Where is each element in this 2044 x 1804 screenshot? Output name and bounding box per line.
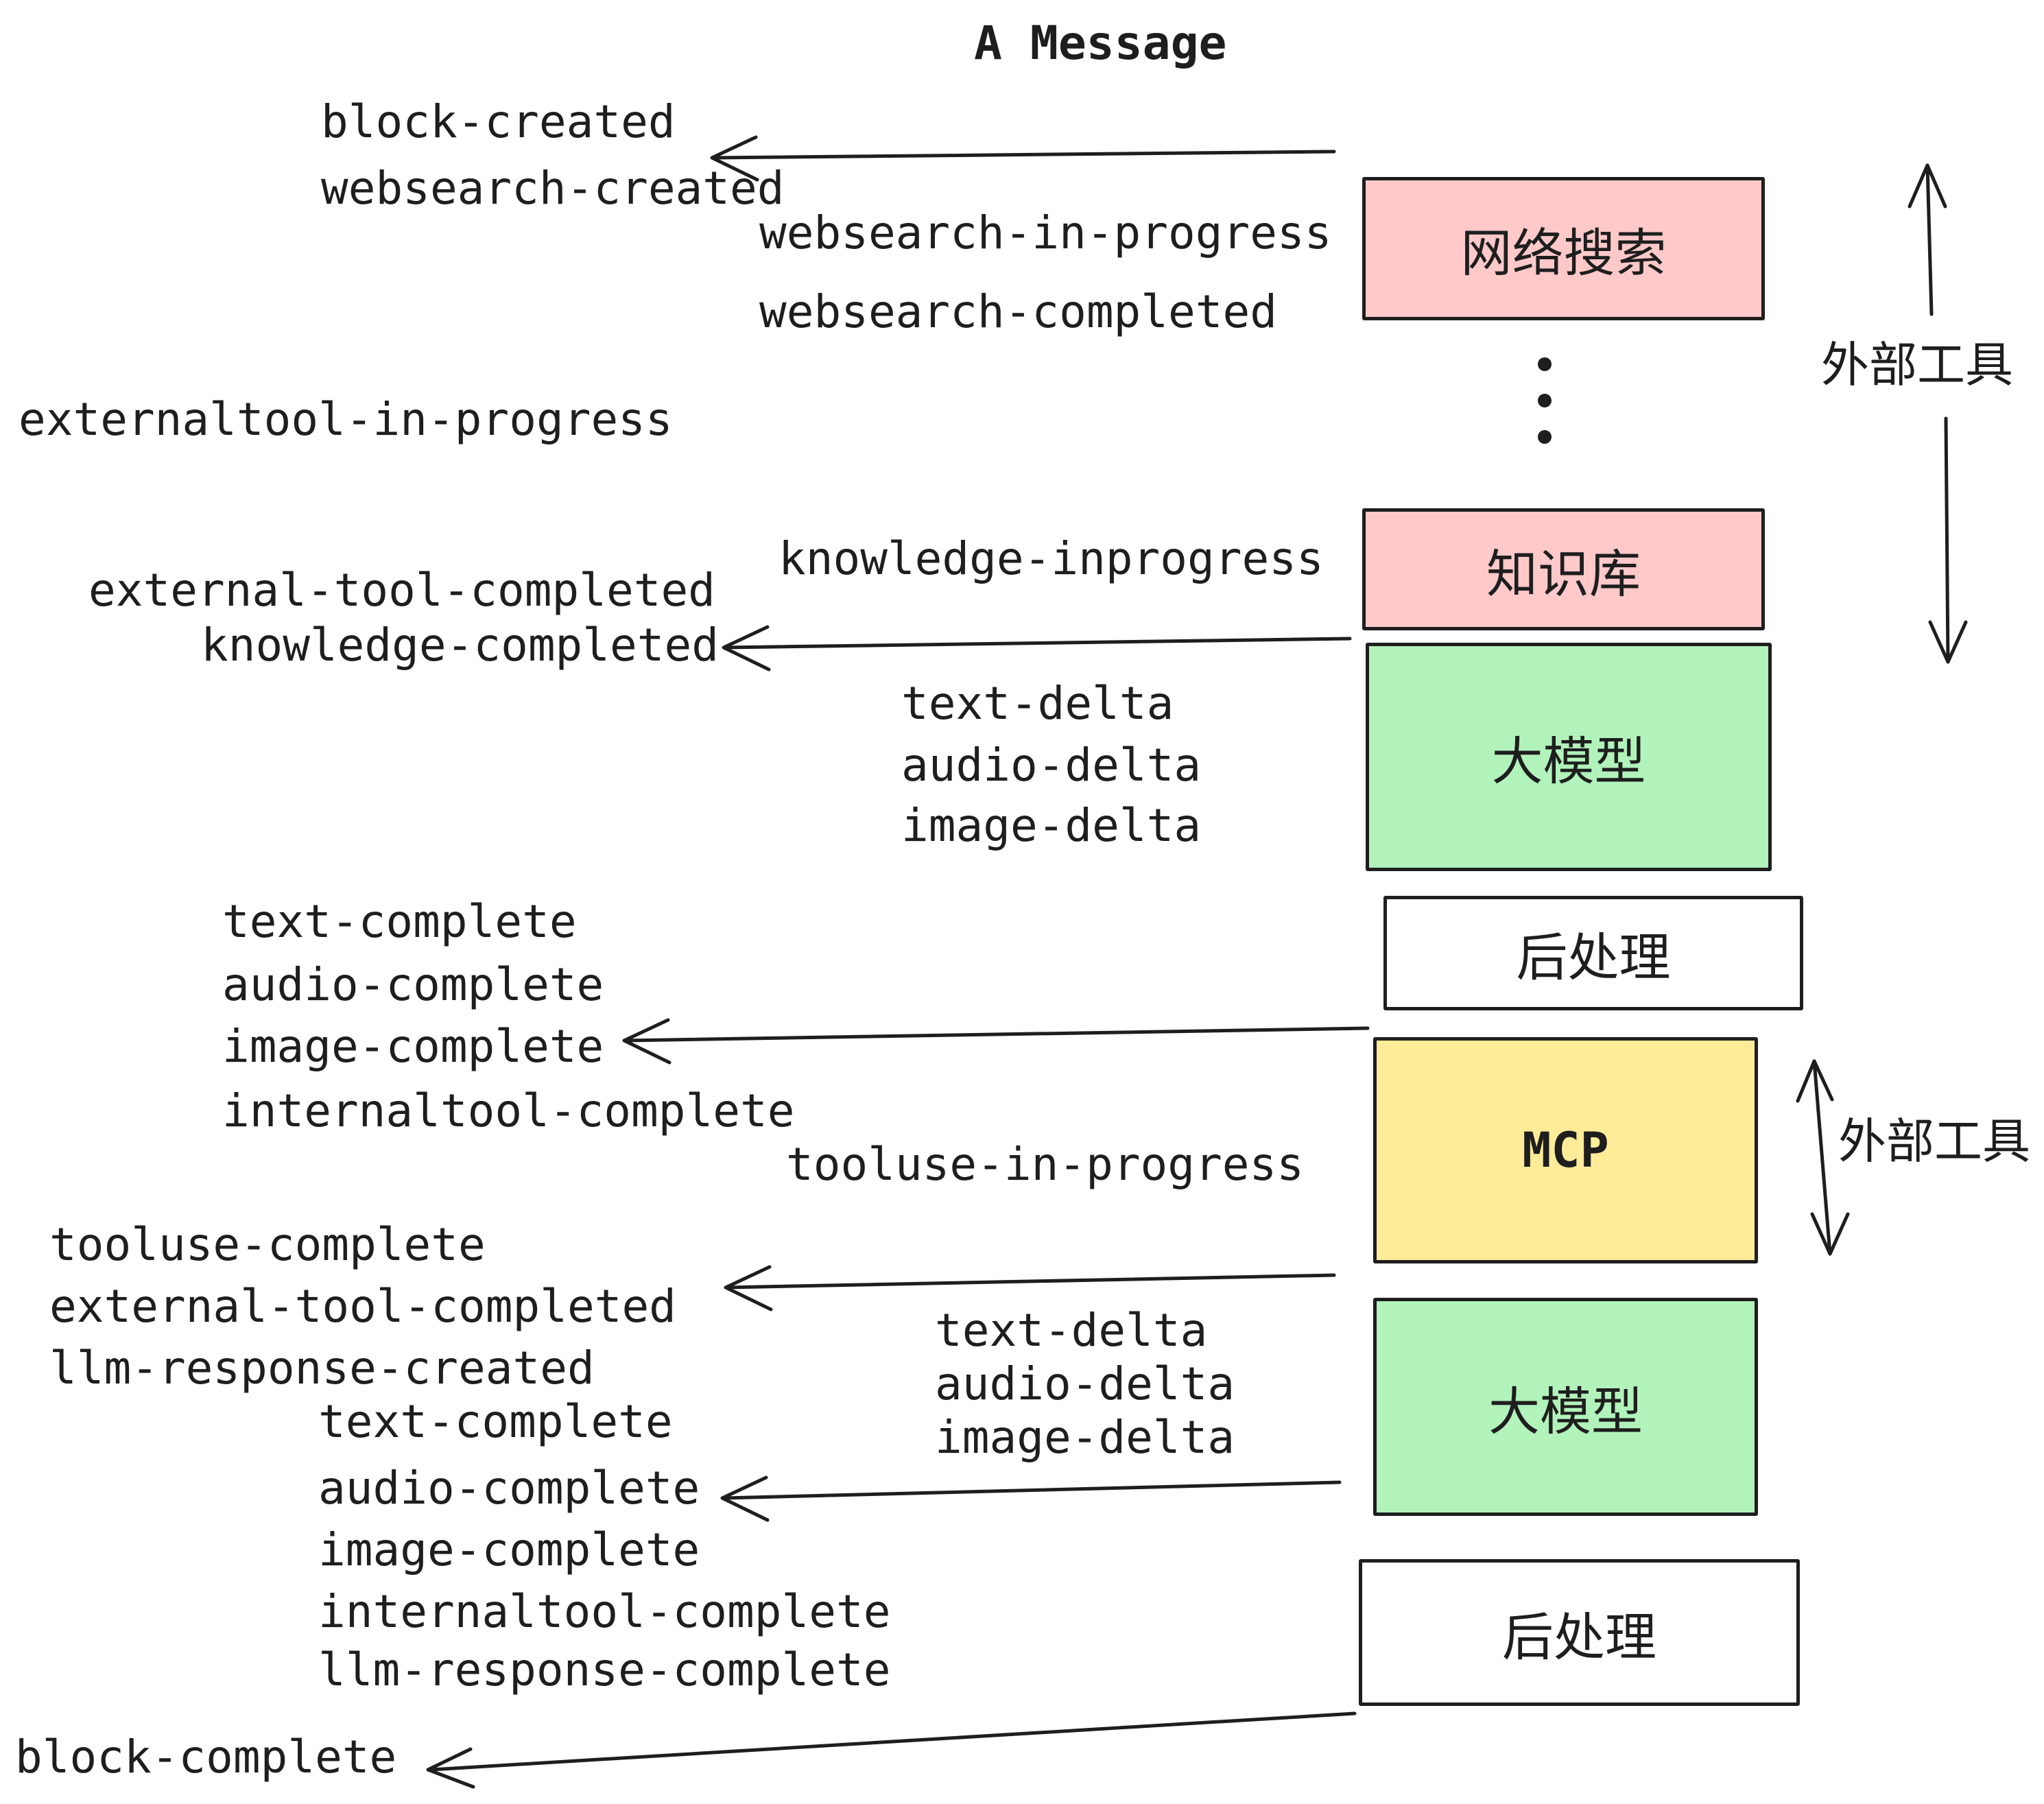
ellipsis-dot <box>1538 394 1552 407</box>
arrow-shaft <box>725 1273 1336 1290</box>
event-image-complete-1: image-complete <box>222 1020 604 1073</box>
event-llm-response-complete: llm-response-complete <box>318 1643 891 1696</box>
arrow-internal-complete-1 <box>622 1018 1370 1065</box>
node-websearch-label: 网络搜索 <box>1460 223 1667 283</box>
node-mcp: MCP <box>1373 1037 1758 1263</box>
arrow-websearch-created <box>710 135 1336 182</box>
node-llm-2: 大模型 <box>1373 1298 1758 1516</box>
event-internaltool-complete-1: internaltool-complete <box>222 1084 795 1137</box>
arrow-shaft <box>711 150 1336 160</box>
node-postprocess-1-label: 后处理 <box>1516 927 1671 988</box>
page-title: A Message <box>974 16 1227 71</box>
event-audio-complete-2: audio-complete <box>318 1462 700 1515</box>
event-external-tool-completed-1: external-tool-completed <box>88 564 715 617</box>
ellipsis-dot <box>1538 430 1552 444</box>
event-knowledge-inprogress: knowledge-inprogress <box>779 532 1324 585</box>
event-text-delta-2: text-delta <box>935 1304 1208 1357</box>
node-knowledge: 知识库 <box>1362 508 1765 630</box>
vertical-ellipsis-icon <box>1538 357 1552 444</box>
event-text-delta-1: text-delta <box>901 677 1174 730</box>
arrow-head-left-icon <box>720 1475 770 1522</box>
arrow-tooluse-complete <box>724 1265 1336 1312</box>
arrow-head-left-icon <box>622 1018 672 1065</box>
arrow-block-complete <box>426 1711 1357 1789</box>
arrow-knowledge-completed <box>722 625 1352 672</box>
event-text-complete-1: text-complete <box>222 895 577 948</box>
external-tools-label-bottom: 外部工具 <box>1838 1113 2030 1170</box>
node-websearch: 网络搜索 <box>1362 177 1765 320</box>
external-tools-label-top: 外部工具 <box>1821 337 2013 393</box>
arrow-head-down-icon <box>1810 1212 1850 1256</box>
event-block-complete: block-complete <box>15 1731 397 1783</box>
event-audio-delta-1: audio-delta <box>901 739 1202 792</box>
event-websearch-in-progress: websearch-in-progress <box>759 206 1332 259</box>
arrow-head-down-icon <box>1928 620 1968 664</box>
event-websearch-created: websearch-created <box>321 162 785 215</box>
arrow-shaft <box>1812 1059 1832 1256</box>
arrow-shaft <box>623 1026 1370 1043</box>
event-external-tool-completed-2: external-tool-completed <box>49 1280 676 1333</box>
arrow-internal-complete-2 <box>720 1475 1342 1522</box>
event-llm-response-created: llm-response-created <box>49 1342 595 1394</box>
double-arrow-external-tools-top <box>1908 163 1968 664</box>
arrow-shaft <box>429 1711 1357 1772</box>
event-image-delta-2: image-delta <box>935 1411 1235 1464</box>
event-audio-complete-1: audio-complete <box>222 958 604 1011</box>
node-llm-2-label: 大模型 <box>1488 1381 1643 1442</box>
arrow-shaft <box>1925 163 1934 316</box>
event-externaltool-in-progress: externaltool-in-progress <box>19 393 673 446</box>
node-llm-1-label: 大模型 <box>1491 731 1646 792</box>
node-mcp-label: MCP <box>1522 1122 1609 1178</box>
node-postprocess-2-label: 后处理 <box>1501 1606 1656 1667</box>
node-postprocess-1: 后处理 <box>1383 896 1803 1010</box>
event-image-delta-1: image-delta <box>901 799 1202 852</box>
node-knowledge-label: 知识库 <box>1486 543 1641 604</box>
event-knowledge-completed: knowledge-completed <box>201 619 719 672</box>
event-audio-delta-2: audio-delta <box>935 1357 1235 1410</box>
event-block-created: block-created <box>321 95 676 148</box>
arrow-head-up-icon <box>1796 1059 1834 1103</box>
arrow-head-left-icon <box>426 1747 475 1789</box>
arrow-head-left-icon <box>722 625 771 672</box>
event-internaltool-complete-2: internaltool-complete <box>318 1585 891 1638</box>
node-llm-1: 大模型 <box>1366 643 1772 871</box>
arrow-head-left-icon <box>724 1265 773 1312</box>
arrow-head-up-icon <box>1908 163 1947 209</box>
event-websearch-completed: websearch-completed <box>759 285 1277 338</box>
node-postprocess-2: 后处理 <box>1359 1559 1800 1706</box>
arrow-shaft <box>1944 416 1950 664</box>
event-tooluse-complete: tooluse-complete <box>49 1218 486 1271</box>
ellipsis-dot <box>1538 357 1552 371</box>
event-tooluse-in-progress: tooluse-in-progress <box>786 1138 1304 1191</box>
arrow-shaft <box>722 1480 1342 1500</box>
event-image-complete-2: image-complete <box>318 1523 700 1576</box>
event-text-complete-2: text-complete <box>318 1395 673 1448</box>
arrow-shaft <box>723 637 1352 650</box>
